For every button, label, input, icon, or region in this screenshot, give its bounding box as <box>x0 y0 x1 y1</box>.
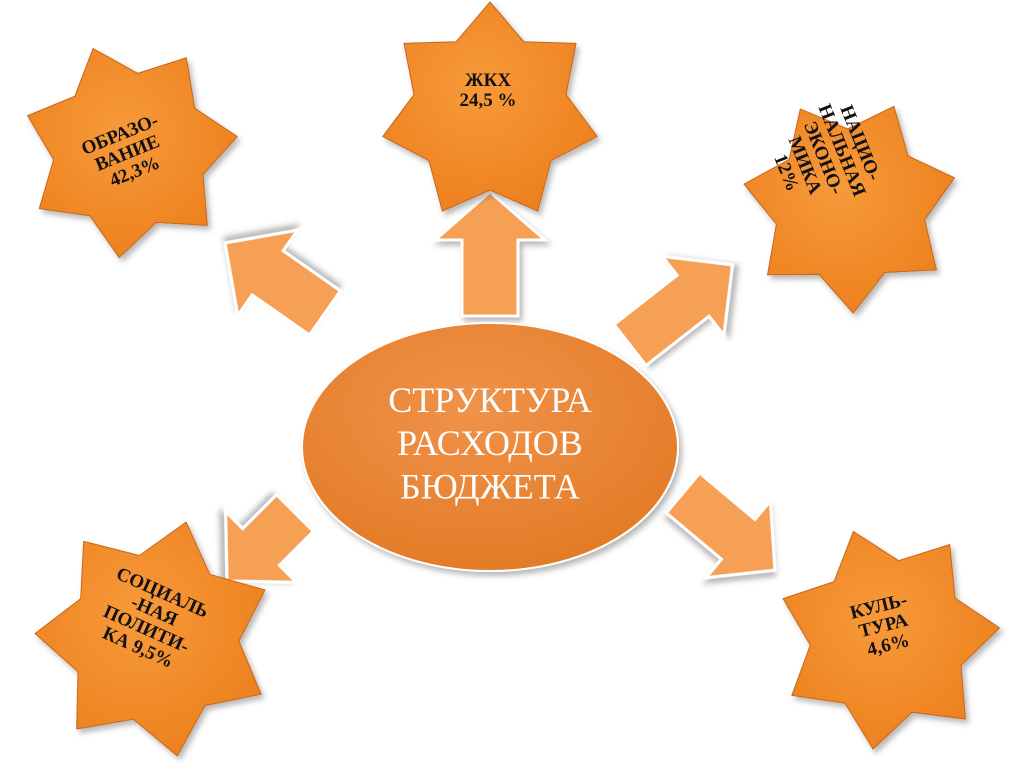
star-shape <box>743 105 956 314</box>
arrow-to-zhkh <box>431 190 549 318</box>
center-title-line: РАСХОДОВ <box>397 423 583 463</box>
star-shape <box>26 47 238 259</box>
center-ellipse <box>301 322 679 572</box>
star-obrazovanie: ОБРАЗО-ВАНИЕ42,3% <box>26 47 238 259</box>
arrows-group <box>223 190 777 584</box>
star-sots-politika: СОЦИАЛЬ-НАЯПОЛИТИ-КА 9,5% <box>34 521 266 757</box>
star-shape <box>34 521 266 757</box>
arrow-to-sots-politika <box>224 492 316 584</box>
arrow-to-nats-ekonomika <box>611 254 735 368</box>
star-nats-ekonomika: НАЦИО-НАЛЬНАЯЭКОНО-МИКА12% <box>743 101 956 314</box>
star-label-line: ЖКХ <box>465 70 512 91</box>
star-shape <box>782 530 1001 750</box>
star-kultura: КУЛЬ-ТУРА4,6% <box>782 530 1001 750</box>
star-label-line: 24,5 % <box>460 90 517 111</box>
arrow-to-kultura <box>664 470 777 580</box>
center-title-line: БЮДЖЕТА <box>400 466 580 506</box>
center-title-line: СТРУКТУРА <box>388 380 592 420</box>
star-shape <box>382 1 598 212</box>
arrow-to-obrazovanie <box>223 228 343 338</box>
